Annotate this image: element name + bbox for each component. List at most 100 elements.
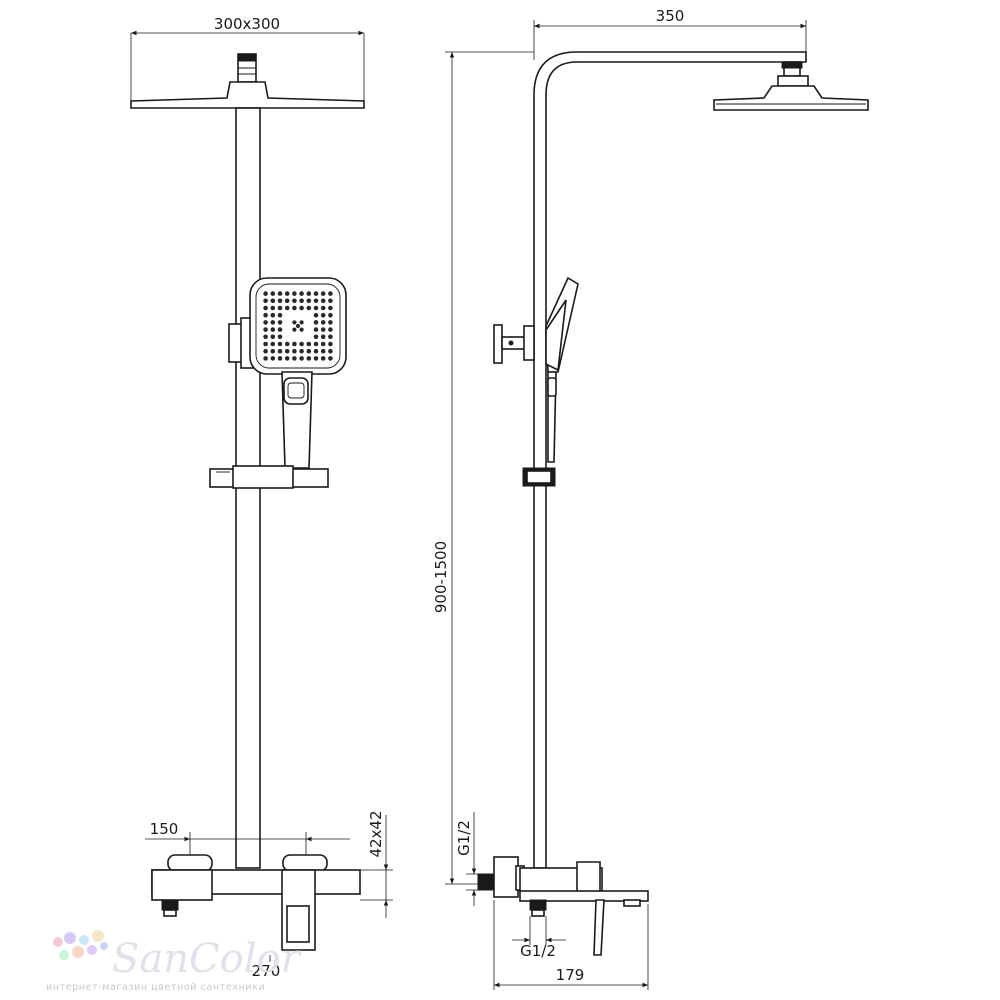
nozzle-hole	[299, 341, 304, 347]
side-hand-shower	[545, 276, 579, 463]
nozzle-hole	[277, 334, 283, 340]
front-hand-shower	[249, 277, 347, 469]
nozzle-hole	[313, 291, 319, 296]
nozzle-hole	[292, 305, 297, 311]
nozzle-hole	[277, 298, 283, 304]
front-mixer	[151, 854, 361, 951]
dimension-label-spout-distance: 150	[150, 820, 179, 838]
nozzle-hole	[306, 348, 312, 354]
nozzle-hole	[328, 291, 333, 296]
nozzle-hole	[328, 341, 333, 347]
nozzle-hole	[270, 298, 276, 304]
nozzle-hole	[270, 341, 276, 347]
nozzle-hole	[263, 356, 268, 361]
nozzle-hole	[270, 312, 276, 318]
side-view: 350 900-1500	[432, 7, 869, 990]
nozzle-hole	[263, 334, 268, 340]
dimension-label-head-size: 300x300	[214, 15, 280, 33]
nozzle-hole	[277, 305, 283, 311]
nozzle-hole	[299, 320, 304, 325]
nozzle-hole	[263, 348, 268, 354]
nozzle-hole	[284, 348, 290, 354]
dimension-height-range: 900-1500	[432, 51, 534, 885]
nozzle-hole	[277, 348, 283, 354]
watermark-dots-icon	[53, 930, 108, 960]
nozzle-hole	[292, 348, 297, 354]
nozzle-hole	[328, 348, 333, 354]
nozzle-hole	[284, 341, 290, 347]
nozzle-hole	[306, 341, 312, 347]
dimension-mixer-section: 42x42	[360, 810, 393, 918]
nozzle-hole	[313, 320, 319, 325]
nozzle-hole	[277, 291, 283, 296]
watermark-dot	[59, 950, 69, 960]
nozzle-hole	[313, 327, 319, 332]
side-shower-head	[713, 61, 869, 111]
nozzle-hole	[270, 334, 276, 340]
watermark-dot	[64, 932, 76, 944]
side-wall-bracket	[493, 324, 535, 364]
watermark-dot	[100, 942, 108, 950]
nozzle-hole	[292, 356, 297, 361]
nozzle-hole	[284, 291, 290, 296]
nozzle-hole	[299, 348, 304, 354]
nozzle-hole	[277, 327, 283, 332]
nozzle-hole	[320, 327, 326, 332]
nozzle-hole	[328, 305, 333, 311]
nozzle-hole	[284, 356, 290, 361]
nozzle-hole	[270, 305, 276, 311]
nozzle-hole	[292, 327, 297, 332]
nozzle-hole	[263, 327, 268, 332]
nozzle-hole	[292, 341, 297, 347]
nozzle-hole	[284, 298, 290, 304]
watermark-dot	[79, 935, 89, 945]
dimension-label-mixer-depth: 179	[556, 966, 585, 984]
dimension-inlet-thread-top: G1/2	[455, 812, 494, 906]
nozzle-hole	[299, 356, 304, 361]
nozzle-hole	[292, 298, 297, 304]
nozzle-hole	[313, 334, 319, 340]
side-slider	[522, 467, 556, 487]
nozzle-hole	[263, 305, 268, 311]
nozzle-hole	[277, 356, 283, 361]
watermark-dot	[92, 930, 104, 942]
nozzle-hole	[263, 320, 268, 325]
nozzle-hole	[306, 291, 312, 296]
nozzle-hole	[320, 334, 326, 340]
nozzle-hole	[292, 320, 297, 325]
nozzle-hole	[299, 327, 304, 332]
side-riser-arm	[533, 51, 807, 869]
nozzle-hole	[313, 356, 319, 361]
nozzle-hole	[270, 327, 276, 332]
nozzle-hole	[284, 305, 290, 311]
nozzle-hole	[263, 312, 268, 318]
dimension-head-size: 300x300	[130, 15, 365, 102]
watermark-brand: SanColor	[112, 936, 303, 982]
dimension-label-inlet-thread-bottom: G1/2	[520, 942, 556, 960]
nozzle-hole	[295, 323, 301, 329]
nozzle-hole	[328, 334, 333, 340]
nozzle-hole	[320, 312, 326, 318]
watermark-dot	[53, 937, 63, 947]
nozzle-hole	[299, 305, 304, 311]
nozzle-hole	[320, 356, 326, 361]
dimension-arm-length: 350	[533, 7, 807, 60]
dimension-inlet-thread-bottom: G1/2	[512, 916, 566, 960]
nozzle-hole	[320, 341, 326, 347]
nozzle-hole	[328, 356, 333, 361]
nozzle-hole	[270, 291, 276, 296]
nozzle-hole	[263, 291, 268, 296]
front-holder	[209, 465, 329, 489]
nozzle-hole	[263, 341, 268, 347]
nozzle-hole	[313, 305, 319, 311]
nozzle-hole	[328, 320, 333, 325]
watermark-tagline: интернет-магазин цветной сантехники	[46, 982, 265, 993]
nozzle-hole	[328, 312, 333, 318]
dimension-label-mixer-width: 270	[252, 962, 281, 980]
nozzle-hole	[313, 298, 319, 304]
nozzle-hole	[299, 298, 304, 304]
nozzle-hole	[270, 356, 276, 361]
nozzle-hole	[320, 305, 326, 311]
dimension-label-height-range: 900-1500	[432, 541, 450, 613]
